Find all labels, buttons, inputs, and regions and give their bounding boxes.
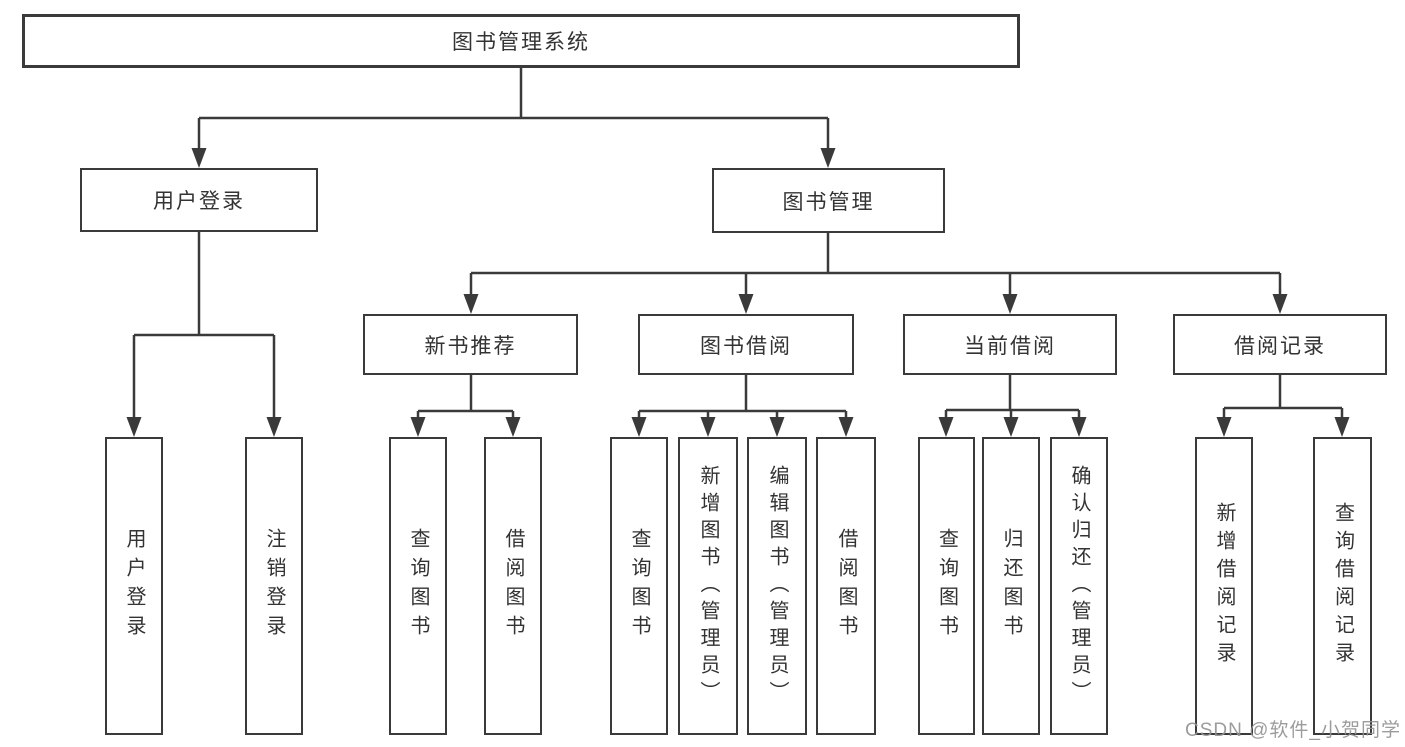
leaf-br-query: 查询借阅记录 bbox=[1313, 437, 1372, 735]
csdn-watermark: CSDN @软件_小贺同学 bbox=[1185, 720, 1401, 741]
leaf-nb-query-label: 查询图书 bbox=[407, 528, 429, 644]
leaf-cb-query: 查询图书 bbox=[918, 437, 975, 735]
leaf-bb-borrow-label: 借阅图书 bbox=[835, 528, 857, 644]
node-book-borrow-label: 图书借阅 bbox=[700, 334, 792, 358]
leaf-br-query-label: 查询借阅记录 bbox=[1331, 502, 1354, 670]
leaf-cb-return: 归还图书 bbox=[982, 437, 1040, 735]
leaf-bb-add: 新增图书（管理员） bbox=[678, 437, 738, 735]
leaf-bb-borrow: 借阅图书 bbox=[816, 437, 876, 735]
node-current-borrow: 当前借阅 bbox=[903, 314, 1117, 375]
leaf-br-add-label: 新增借阅记录 bbox=[1213, 502, 1235, 670]
arrowheads bbox=[126, 148, 1350, 437]
node-book-mgmt-label: 图书管理 bbox=[782, 190, 875, 214]
node-current-borrow-label: 当前借阅 bbox=[964, 334, 1056, 358]
leaf-bb-query-label: 查询图书 bbox=[628, 528, 650, 644]
leaf-bb-add-label: 新增图书（管理员） bbox=[697, 464, 719, 708]
leaf-nb-query: 查询图书 bbox=[389, 437, 447, 735]
leaf-user-login: 用户登录 bbox=[105, 437, 163, 735]
leaf-cb-return-label: 归还图书 bbox=[1000, 528, 1022, 644]
leaf-nb-borrow-label: 借阅图书 bbox=[502, 528, 524, 644]
leaf-bb-edit-label: 编辑图书（管理员） bbox=[766, 464, 788, 708]
leaf-logout: 注销登录 bbox=[245, 437, 303, 735]
leaf-br-add: 新增借阅记录 bbox=[1195, 437, 1253, 735]
leaf-cb-confirm-label: 确认归还（管理员） bbox=[1068, 464, 1090, 708]
leaf-cb-confirm: 确认归还（管理员） bbox=[1050, 437, 1108, 735]
node-book-mgmt: 图书管理 bbox=[712, 168, 945, 233]
leaf-user-login-label: 用户登录 bbox=[123, 528, 145, 644]
node-book-borrow: 图书借阅 bbox=[638, 314, 854, 375]
node-root-label: 图书管理系统 bbox=[452, 31, 590, 54]
node-user-login-label: 用户登录 bbox=[153, 190, 245, 213]
node-new-books: 新书推荐 bbox=[363, 314, 578, 375]
leaf-bb-edit: 编辑图书（管理员） bbox=[747, 437, 807, 735]
node-borrow-records-label: 借阅记录 bbox=[1234, 334, 1326, 358]
leaf-cb-query-label: 查询图书 bbox=[935, 528, 958, 644]
leaf-bb-query: 查询图书 bbox=[610, 437, 668, 735]
node-borrow-records: 借阅记录 bbox=[1173, 314, 1387, 375]
node-user-login: 用户登录 bbox=[80, 168, 318, 232]
leaf-logout-label: 注销登录 bbox=[263, 528, 285, 644]
leaf-nb-borrow: 借阅图书 bbox=[484, 437, 542, 735]
connector-shafts bbox=[132, 68, 1344, 421]
node-root: 图书管理系统 bbox=[22, 14, 1020, 68]
node-new-books-label: 新书推荐 bbox=[424, 334, 517, 358]
